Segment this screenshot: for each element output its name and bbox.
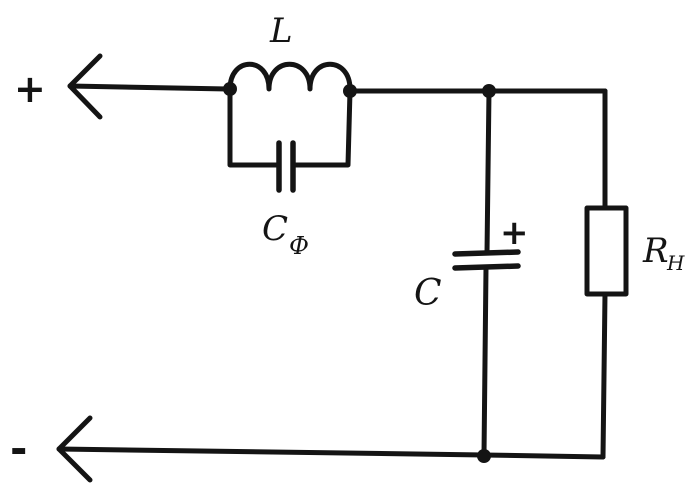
positive-input-wire [67,83,231,92]
load-resistor-body [584,205,629,297]
load-resistor-bottom-wire [600,291,608,460]
load-resistor: R Н [584,88,685,460]
positive-terminal-sign: + [14,67,46,111]
bottom-rail-wire [56,446,606,460]
inductor-label: L [269,11,293,51]
filter-capacitor-left-wire [227,86,281,168]
main-capacitor-plate-top [452,249,521,257]
load-resistor-label-subscript: Н [666,251,685,275]
main-capacitor-bottom-wire [481,265,489,458]
main-capacitor-top-wire [484,88,492,256]
inductor-coil [227,61,353,92]
filter-capacitor-right-wire [291,88,353,168]
main-capacitor: + C [414,88,529,458]
load-resistor-label: R [642,231,669,271]
filter-capacitor: C Ф [227,86,353,260]
bottom-junction-node [477,449,491,463]
main-capacitor-label: C [414,273,442,314]
negative-terminal-sign: - [10,424,27,473]
inductor: L [227,11,353,92]
filter-capacitor-label: C [262,209,288,249]
main-capacitor-polarity-sign: + [500,213,529,253]
filter-capacitor-label-subscript: Ф [289,232,309,260]
